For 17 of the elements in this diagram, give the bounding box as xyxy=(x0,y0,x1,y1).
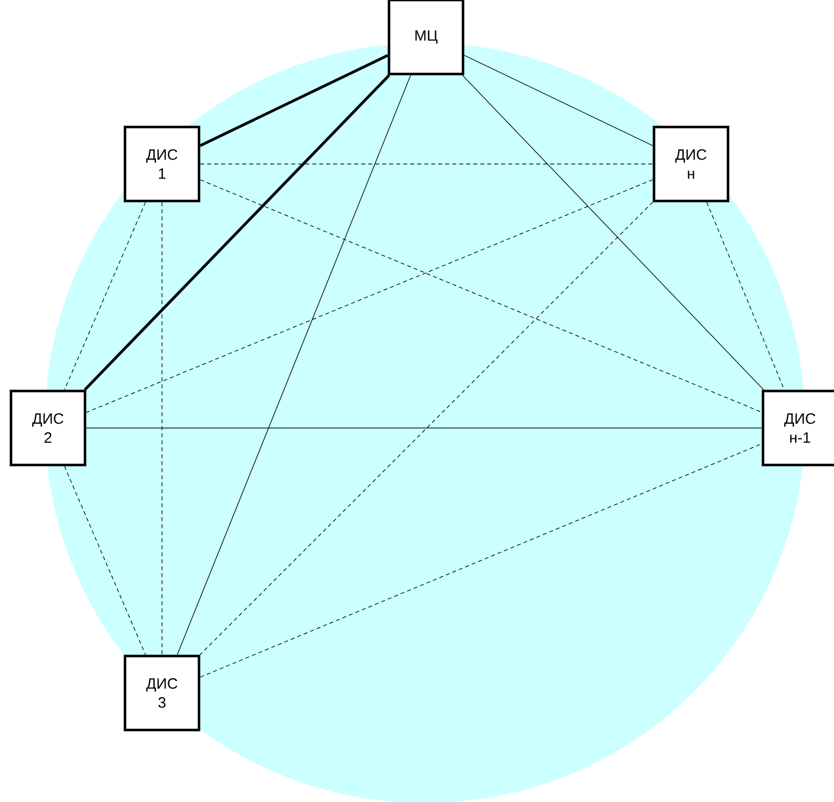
station-box: ДИС 3 xyxy=(124,654,200,732)
station-box: ДИС 2 xyxy=(10,390,86,466)
station-box: ДИС 1 xyxy=(124,126,200,202)
station-box: ДИС н-1 xyxy=(762,390,834,466)
connection-line xyxy=(86,179,654,413)
connection-line xyxy=(64,202,146,390)
connection-line xyxy=(176,74,411,656)
connection-line xyxy=(200,54,388,147)
connection-line xyxy=(464,54,654,146)
station-box: ДИС н xyxy=(652,126,730,202)
connection-line xyxy=(64,466,146,656)
connection-line xyxy=(200,202,654,656)
station-box: МЦ xyxy=(388,0,464,76)
connection-line xyxy=(200,179,762,413)
connection-line xyxy=(200,443,762,678)
connection-line xyxy=(84,74,390,391)
connection-line xyxy=(462,74,764,390)
